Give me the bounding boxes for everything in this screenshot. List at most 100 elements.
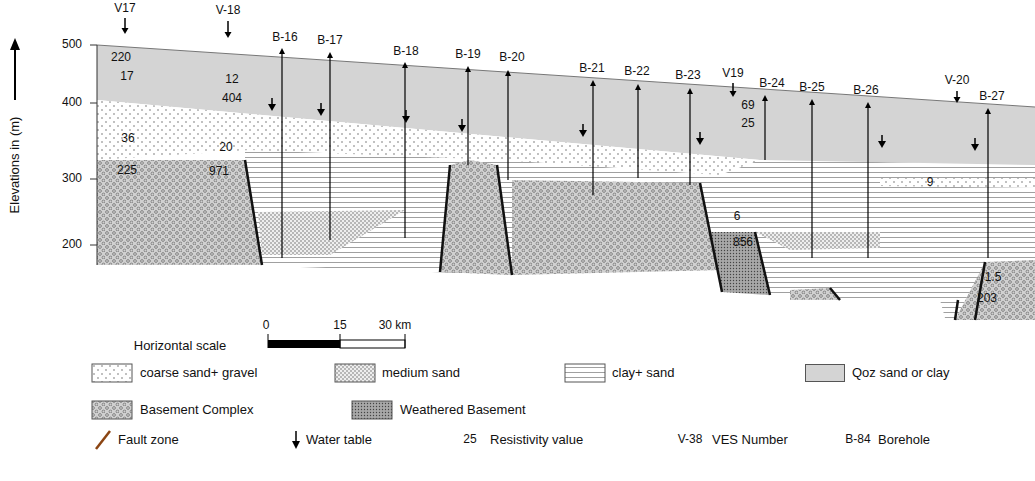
basement-complex bbox=[955, 260, 1035, 320]
resistivity-value: 25 bbox=[741, 117, 754, 130]
ves-arrow bbox=[956, 91, 958, 98]
legend-text: medium sand bbox=[382, 366, 460, 380]
legend-sample-text: B-84 bbox=[845, 433, 870, 446]
resistivity-value: 12 bbox=[225, 73, 238, 86]
coarse-sand-layer bbox=[880, 178, 1035, 188]
borehole-number: B-23 bbox=[675, 69, 700, 82]
water-table-mark bbox=[696, 138, 704, 145]
borehole-arrowhead bbox=[635, 84, 641, 90]
borehole-arrowhead bbox=[279, 48, 285, 54]
borehole-line bbox=[404, 66, 405, 238]
water-table-mark bbox=[971, 144, 979, 151]
axis-line bbox=[97, 45, 98, 265]
water-tables bbox=[268, 98, 979, 151]
legend-swatch bbox=[805, 364, 845, 382]
ves-arrow bbox=[732, 83, 734, 92]
water-table-mark bbox=[402, 116, 410, 123]
borehole-arrowhead bbox=[505, 70, 511, 76]
borehole-number: B-17 bbox=[317, 34, 342, 47]
borehole-line bbox=[764, 99, 765, 160]
borehole-number: B-26 bbox=[853, 84, 878, 97]
resistivity-value: 6 bbox=[734, 210, 741, 223]
scale-label: 15 bbox=[333, 319, 346, 332]
borehole-line bbox=[987, 112, 988, 258]
water-table-mark bbox=[268, 104, 276, 111]
borehole-number: B-27 bbox=[979, 90, 1004, 103]
legend-text: Basement Complex bbox=[140, 403, 253, 417]
water-table-mark bbox=[582, 124, 584, 131]
axis-tick-label: 200 bbox=[62, 238, 82, 251]
legend-sample bbox=[565, 364, 605, 382]
legend-text: coarse sand+ gravel bbox=[140, 366, 257, 380]
legend-sample bbox=[292, 441, 300, 449]
borehole-number: B-19 bbox=[455, 48, 480, 61]
axis-tick-label: 500 bbox=[62, 38, 82, 51]
resistivity-value: 17 bbox=[120, 70, 133, 83]
resistivity-value: 856 bbox=[733, 236, 753, 249]
legend-sample bbox=[96, 431, 110, 449]
ves-number: V17 bbox=[114, 2, 135, 15]
ves-arrowhead bbox=[225, 32, 232, 38]
resistivity-value: 36 bbox=[121, 132, 134, 145]
medium-sand-layer bbox=[258, 210, 405, 255]
resistivity-value: 1.5 bbox=[985, 271, 1002, 284]
legend-text: clay+ sand bbox=[612, 366, 675, 380]
legend-text: Water table bbox=[306, 433, 372, 447]
borehole-number: B-20 bbox=[499, 51, 524, 64]
borehole-arrowhead bbox=[402, 62, 408, 68]
water-table-mark bbox=[271, 98, 273, 105]
borehole-line bbox=[867, 106, 868, 258]
axis-tick-label: 300 bbox=[62, 172, 82, 185]
borehole-number: B-16 bbox=[272, 31, 297, 44]
axis-arrow bbox=[14, 48, 16, 100]
borehole-arrowhead bbox=[809, 99, 815, 105]
legend-sample bbox=[295, 431, 297, 442]
ves-arrowhead bbox=[954, 97, 961, 103]
legend-sample bbox=[92, 364, 132, 382]
water-table-mark bbox=[878, 141, 886, 148]
legend-text: Resistivity value bbox=[490, 433, 583, 447]
resistivity-value: 971 bbox=[209, 165, 229, 178]
borehole-arrowhead bbox=[865, 102, 871, 108]
resistivity-value: 225 bbox=[117, 164, 137, 177]
scale-label: 0 bbox=[263, 319, 270, 332]
borehole-number: B-25 bbox=[799, 81, 824, 94]
resistivity-value: 69 bbox=[741, 99, 754, 112]
borehole-line bbox=[592, 84, 593, 195]
ves-number: V19 bbox=[722, 67, 743, 80]
axis-tick-label: 400 bbox=[62, 96, 82, 109]
borehole-number: B-18 bbox=[393, 45, 418, 58]
borehole-arrowhead bbox=[327, 52, 333, 58]
borehole-line bbox=[637, 88, 638, 178]
legend-sample bbox=[335, 364, 375, 382]
water-table-mark bbox=[458, 125, 466, 132]
borehole-line bbox=[329, 56, 330, 240]
basement-complex bbox=[512, 180, 722, 275]
ves-number: V-18 bbox=[216, 4, 241, 17]
borehole-number: B-21 bbox=[579, 62, 604, 75]
borehole-arrowhead bbox=[985, 108, 991, 114]
legend-sample bbox=[92, 401, 132, 419]
water-table-mark bbox=[317, 109, 325, 116]
resistivity-value: 404 bbox=[222, 92, 242, 105]
borehole-number: B-24 bbox=[759, 77, 784, 90]
legend-text: Borehole bbox=[878, 433, 930, 447]
resistivity-value: 203 bbox=[977, 292, 997, 305]
legend-sample-text: V-38 bbox=[678, 433, 703, 446]
legend-text: Qoz sand or clay bbox=[852, 366, 950, 380]
borehole-arrowhead bbox=[590, 80, 596, 86]
water-table-mark bbox=[881, 135, 883, 142]
ves-number: V-20 bbox=[945, 74, 970, 87]
resistivity-value: 220 bbox=[111, 51, 131, 64]
water-table-mark bbox=[579, 130, 587, 137]
borehole-arrowhead bbox=[762, 95, 768, 101]
ves-arrowhead bbox=[730, 91, 737, 97]
borehole-line bbox=[467, 70, 468, 165]
basement-complex bbox=[440, 160, 512, 275]
basement-complex bbox=[97, 160, 262, 265]
borehole-line bbox=[281, 52, 282, 258]
water-table-mark bbox=[461, 119, 463, 126]
legend-sample bbox=[352, 401, 392, 419]
borehole-arrowhead bbox=[687, 88, 693, 94]
water-table-mark bbox=[699, 132, 701, 139]
